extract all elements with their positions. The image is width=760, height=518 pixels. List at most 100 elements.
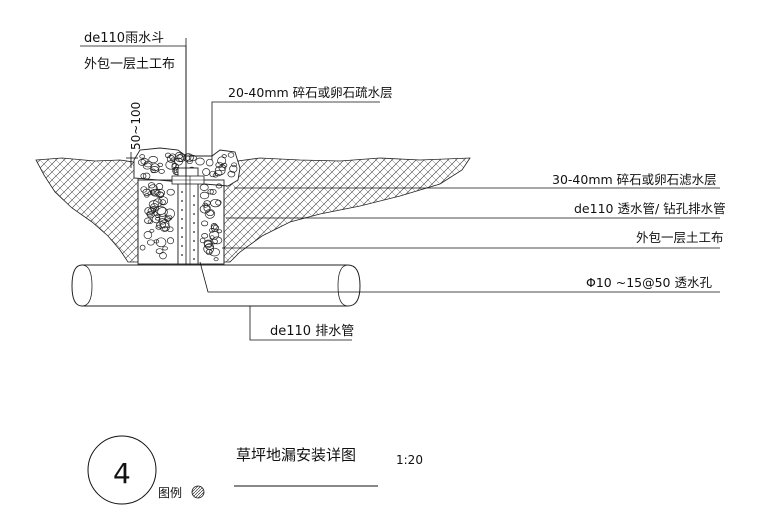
leader-lines [80,45,720,341]
pebble [217,156,227,165]
perforated-pipe [177,167,199,265]
pebble [166,237,175,245]
pebble [182,153,194,163]
pebble [210,223,218,230]
pebble [155,248,164,255]
perforation-hole [181,236,183,238]
pebble [166,226,174,233]
perforation-hole [181,191,183,193]
pebble [148,156,159,164]
pebble [164,214,173,221]
perforation-hole [193,249,195,251]
pebble [162,225,168,232]
pebble [202,168,211,176]
pebble [209,170,216,178]
pebble [159,199,166,205]
pebble [162,246,168,251]
pebble [142,188,152,196]
pebble [158,196,169,206]
perforation-holes [181,191,195,260]
pebble [206,210,214,217]
pebble [159,252,167,260]
pebble [149,228,155,233]
pebble [143,231,153,240]
perforation-hole [193,231,195,233]
pebble [143,160,153,168]
label-drain-gravel: 20-40mm 碎石或卵石疏水层 [228,85,393,100]
pebble [217,229,222,234]
pebble [147,219,153,224]
pebble [157,162,163,168]
pebble [195,157,205,166]
pebble [150,166,160,173]
perforation-hole [193,213,195,215]
pebble [158,168,165,174]
pebble [171,162,177,168]
pebble [199,183,209,191]
perforation-hole [181,227,183,229]
pebble [144,217,152,224]
pebble [205,158,214,167]
drawing-scale: 1:20 [396,453,423,467]
perforation-hole [193,195,195,197]
label-geotextile-top: 外包一层土工布 [84,57,175,72]
pebble [209,188,217,195]
pebble [229,164,238,173]
pebble [150,203,159,212]
label-geotextile-right: 外包一层土工布 [636,230,724,245]
legend-hatch-icon [191,485,205,499]
pebble [150,207,156,213]
pebble [153,239,160,244]
pebble [214,169,223,177]
drawing-title: 草坪地漏安装详图 [236,446,356,464]
legend-label: 图例 [158,486,182,500]
perforation-hole [193,204,195,206]
label-rain-hopper: de110雨水斗 [84,31,164,46]
perforation-hole [181,209,183,211]
pebble [212,236,223,245]
pebble [203,240,213,249]
gravel-pebbles [137,152,238,262]
perforation-hole [181,254,183,256]
pebble [164,216,171,222]
pebble [209,230,220,240]
pebble [202,202,209,208]
label-holes: Φ10 ~15@50 透水孔 [586,275,712,290]
perforation-hole [181,200,183,202]
label-drain-pipe: de110 排水管 [270,324,354,339]
perforation-hole [181,245,183,247]
pebble [212,172,219,178]
perforation-hole [181,218,183,220]
pebble [227,170,236,178]
pebble [146,239,155,246]
pebble [166,188,175,196]
detail-number-circle [87,435,157,505]
pebble [213,257,219,262]
pebble [151,214,161,224]
pebble [214,165,226,176]
pebble [165,152,171,158]
pebble [155,224,162,230]
pebble [155,183,164,191]
pebble [207,188,214,195]
pebble [139,154,146,159]
pebble [201,220,209,227]
pebble [140,186,148,193]
pebble [157,207,168,217]
pebble [209,247,220,257]
soil-layer-right [223,157,471,263]
pebble [155,213,161,219]
pebble [199,191,210,200]
drain-pipe [71,264,361,307]
pebble [159,221,170,232]
pebble [142,172,151,180]
perforation-hole [193,222,195,224]
detail-number: 4 [113,457,131,490]
pebble [147,182,156,189]
label-perforated-pipe: de110 透水管/ 钻孔排水管 [574,201,726,216]
pebble [203,239,213,247]
pebble [221,154,227,159]
label-filter-gravel: 30-40mm 碎石或卵石滤水层 [552,172,717,187]
pebble [215,199,222,206]
